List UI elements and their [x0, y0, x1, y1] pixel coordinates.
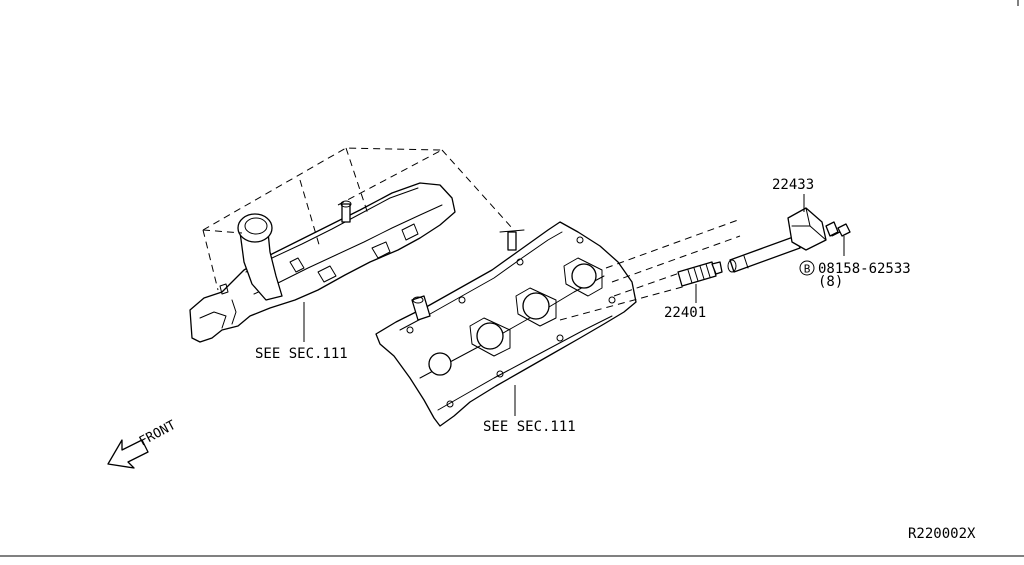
bolt-marker-circle — [799, 260, 815, 276]
coil-part-number: 22433 — [772, 177, 814, 193]
bolt-quantity: (8) — [818, 274, 843, 290]
ignition-coil — [727, 207, 839, 273]
front-indicator: FRONT — [107, 418, 179, 469]
front-arrow-icon — [107, 439, 149, 469]
oil-filler-cap — [237, 213, 273, 243]
bolt-part-number: 08158-62533 — [818, 261, 911, 277]
see-sec-left-label: SEE SEC.111 — [255, 346, 348, 362]
left-rocker-cover — [189, 182, 456, 343]
plug-part-number: 22401 — [664, 305, 706, 321]
front-label: FRONT — [137, 418, 179, 450]
plug-hole-4 — [571, 263, 597, 289]
spark-plug — [677, 261, 723, 287]
bolt-marker-letter: B — [804, 263, 811, 276]
coil-bolt — [831, 223, 851, 237]
diagram-reference: R220002X — [908, 526, 976, 542]
plug-hole-2 — [476, 322, 504, 350]
see-sec-right-label: SEE SEC.111 — [483, 419, 576, 435]
right-rocker-cover — [375, 221, 637, 427]
plug-hole-1 — [428, 352, 452, 376]
plug-hole-3 — [522, 292, 550, 320]
